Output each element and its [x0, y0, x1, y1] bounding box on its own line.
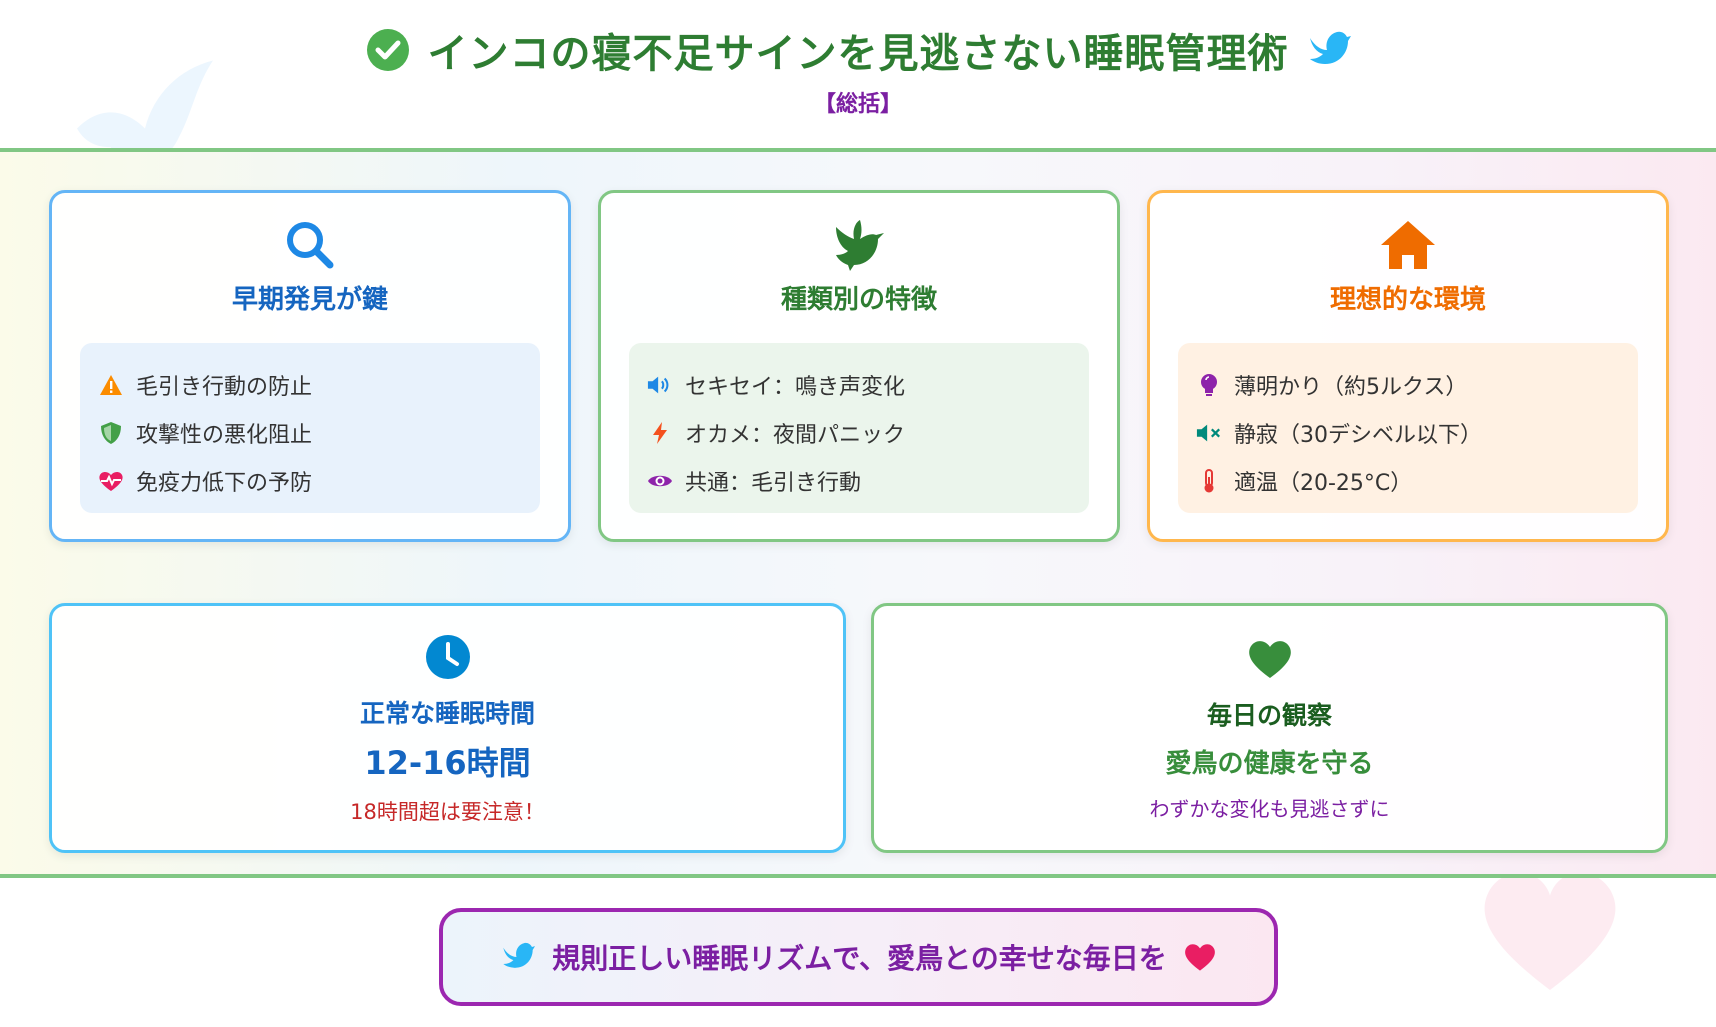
card-title: 早期発見が鍵: [231, 285, 388, 315]
list-item-text: 共通：毛引き行動: [685, 471, 862, 496]
header: インコの寝不足サインを見逃さない睡眠管理術 【総括】: [0, 0, 1716, 148]
list-item-text: 攻撃性の悪化阻止: [136, 423, 313, 448]
footer-message: 規則正しい睡眠リズムで、愛鳥との幸せな毎日を: [552, 942, 1167, 975]
sleep-hours-value: 12-16時間: [364, 744, 531, 782]
list-item-text: セキセイ：鳴き声変化: [685, 375, 906, 400]
list-item: セキセイ：鳴き声変化: [647, 361, 1071, 409]
card-header: 理想的な環境: [1150, 219, 1666, 316]
bird-icon: [1309, 31, 1351, 64]
eye-icon: [648, 475, 672, 487]
check-circle-icon: [366, 29, 409, 71]
list-item-text: 静寂（30デシベル以下）: [1234, 423, 1482, 448]
content-band: 早期発見が鍵 毛引き行動の防止 攻撃性の悪化阻止: [0, 148, 1716, 878]
card-title: 毎日の観察: [1206, 701, 1332, 730]
card-species: 種類別の特徴 セキセイ：鳴き声変化 オカメ：夜間パニック: [598, 190, 1120, 542]
list-item-text: オカメ：夜間パニック: [685, 423, 906, 448]
page-subtitle: 【総括】: [813, 92, 902, 117]
list-item: 免疫力低下の予防: [98, 457, 522, 505]
card-list: 毛引き行動の防止 攻撃性の悪化阻止 免疫力低下の予防: [80, 343, 540, 513]
list-item-text: 適温（20-25°C）: [1234, 471, 1413, 496]
mute-icon: [1196, 424, 1221, 442]
search-icon: [287, 222, 334, 269]
bolt-icon: [653, 422, 667, 444]
card-sleep-time: 正常な睡眠時間 12-16時間 18時間超は要注意！: [49, 603, 846, 853]
list-item: 静寂（30デシベル以下）: [1196, 409, 1620, 457]
list-item: 共通：毛引き行動: [647, 457, 1071, 505]
card-early-detection: 早期発見が鍵 毛引き行動の防止 攻撃性の悪化阻止: [49, 190, 571, 542]
observation-note: わずかな変化も見逃さずに: [1149, 797, 1390, 821]
list-item: 攻撃性の悪化阻止: [98, 409, 522, 457]
card-header: [874, 638, 1665, 684]
bird-icon: [503, 942, 536, 968]
title-row: インコの寝不足サインを見逃さない睡眠管理術: [0, 18, 1716, 82]
speaker-icon: [647, 376, 669, 394]
lightbulb-icon: [1201, 374, 1217, 396]
card-header: 早期発見が鍵: [52, 219, 568, 316]
card-header: [52, 634, 843, 684]
list-item-text: 毛引き行動の防止: [136, 375, 313, 400]
clock-icon: [425, 635, 470, 679]
card-title: 理想的な環境: [1329, 285, 1486, 315]
dove-icon: [836, 220, 884, 271]
heart-icon: [1248, 641, 1291, 678]
page-title: インコの寝不足サインを見逃さない睡眠管理術: [427, 31, 1289, 77]
home-icon: [1381, 221, 1435, 269]
footer-banner: 規則正しい睡眠リズムで、愛鳥との幸せな毎日を: [439, 908, 1278, 1006]
list-item: オカメ：夜間パニック: [647, 409, 1071, 457]
warning-icon: [100, 375, 122, 395]
observation-headline: 愛鳥の健康を守る: [1165, 749, 1374, 779]
heart-watermark-icon: [1484, 872, 1616, 990]
list-item: 毛引き行動の防止: [98, 361, 522, 409]
heart-icon: [1184, 944, 1215, 971]
card-header: 種類別の特徴: [601, 219, 1117, 316]
card-environment: 理想的な環境 薄明かり（約5ルクス） 静寂（30デシベル以下）: [1147, 190, 1669, 542]
list-item: 薄明かり（約5ルクス）: [1196, 361, 1620, 409]
card-title: 種類別の特徴: [780, 285, 937, 315]
card-observation: 毎日の観察 愛鳥の健康を守る わずかな変化も見逃さずに: [871, 603, 1668, 853]
list-item-text: 免疫力低下の予防: [136, 471, 313, 496]
card-list: セキセイ：鳴き声変化 オカメ：夜間パニック 共通：毛引き行動: [629, 343, 1089, 513]
list-item: 適温（20-25°C）: [1196, 457, 1620, 505]
card-title: 正常な睡眠時間: [359, 699, 535, 728]
thermometer-icon: [1204, 469, 1214, 493]
shield-icon: [101, 422, 121, 444]
card-list: 薄明かり（約5ルクス） 静寂（30デシベル以下） 適温（20-25°C）: [1178, 343, 1638, 513]
sleep-warning-text: 18時間超は要注意！: [350, 800, 545, 824]
heartbeat-icon: [99, 472, 123, 491]
list-item-text: 薄明かり（約5ルクス）: [1234, 375, 1468, 400]
